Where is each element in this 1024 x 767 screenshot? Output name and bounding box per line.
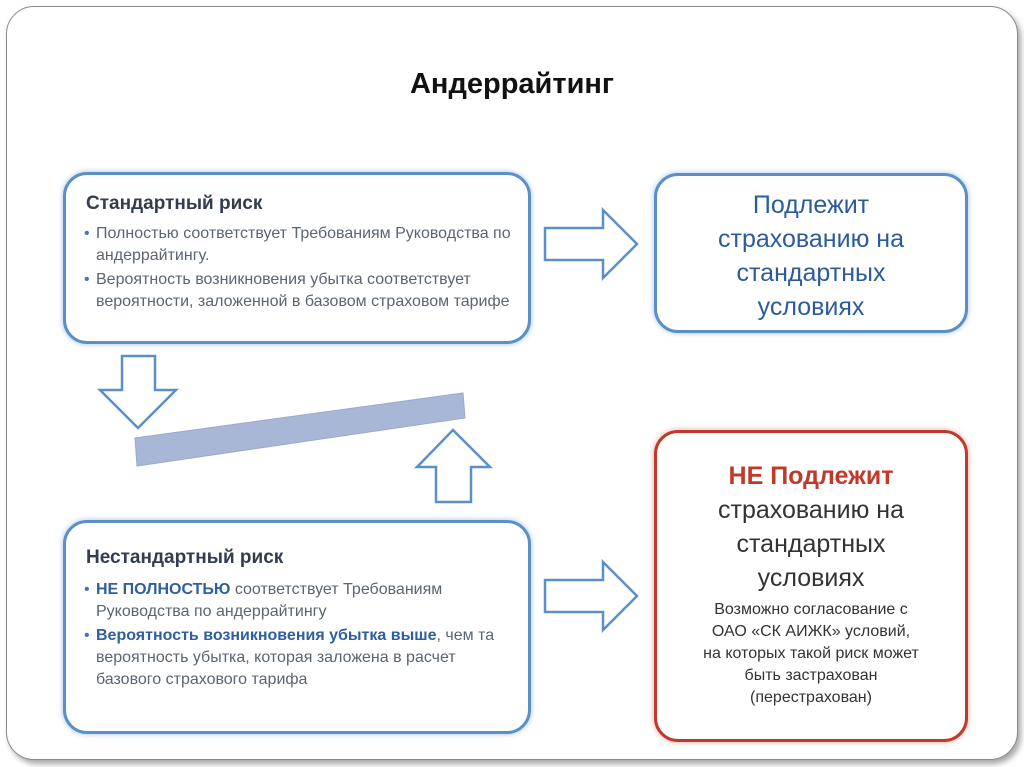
nonstandard-note-line-3: на которых такой риск может <box>703 645 919 662</box>
nonstandard-note-line-5: (перестрахован) <box>750 689 872 706</box>
standard-result-line-2: страхованию на <box>718 225 904 253</box>
nonstandard-note-line-1: Возможно согласование с <box>714 601 908 618</box>
standard-risk-bullet-1: Полностью соответствует Требованиям Руко… <box>84 223 514 267</box>
slide-title: Андеррайтинг <box>409 68 614 100</box>
down-arrow-icon <box>96 354 180 430</box>
nonstandard-risk-bullet-2: Вероятность возникновения убытка выше, ч… <box>84 625 514 691</box>
standard-result-box: Подлежит страхованию на стандартных усло… <box>654 173 968 333</box>
nonstandard-bullet-2-rest: , чем та вероятность убытка, которая зал… <box>96 627 495 688</box>
nonstandard-risk-bullets: НЕ ПОЛНОСТЬЮ соответствует Требованиям Р… <box>84 579 514 693</box>
standard-risk-box: Стандартный риск Полностью соответствует… <box>63 172 531 344</box>
standard-result-line-4: условиях <box>757 293 865 321</box>
nonstandard-result-note: Возможно согласование с ОАО «СК АИЖК» ус… <box>667 599 955 709</box>
nonstandard-result-line-1: НЕ Подлежит <box>728 462 894 490</box>
nonstandard-result-text: НЕ Подлежит страхованию на стандартных у… <box>657 459 965 595</box>
nonstandard-risk-heading: Нестандартный риск <box>86 547 284 568</box>
nonstandard-bullet-1-rest: соответствует Требованиям Руководства по… <box>96 581 443 620</box>
nonstandard-note-line-2: ОАО «СК АИЖК» условий, <box>711 623 911 640</box>
standard-risk-bullets: Полностью соответствует Требованиям Руко… <box>84 223 514 315</box>
nonstandard-bullet-1-emphasis: НЕ ПОЛНОСТЬЮ <box>96 581 231 598</box>
up-arrow-icon <box>414 428 494 504</box>
nonstandard-result-box: НЕ Подлежит страхованию на стандартных у… <box>654 430 968 742</box>
standard-result-text: Подлежит страхованию на стандартных усло… <box>657 188 965 324</box>
standard-result-line-3: стандартных <box>736 259 886 287</box>
right-arrow-top-icon <box>543 206 639 282</box>
standard-risk-bullet-2: Вероятность возникновения убытка соответ… <box>84 269 514 313</box>
nonstandard-note-line-4: быть застрахован <box>744 667 878 684</box>
right-arrow-bottom-icon <box>543 558 639 634</box>
standard-risk-heading: Стандартный риск <box>86 193 263 214</box>
standard-result-line-1: Подлежит <box>752 191 870 219</box>
nonstandard-result-line-2: страхованию на <box>718 496 904 524</box>
nonstandard-bullet-2-emphasis: Вероятность возникновения убытка выше <box>96 627 437 644</box>
nonstandard-risk-bullet-1: НЕ ПОЛНОСТЬЮ соответствует Требованиям Р… <box>84 579 514 623</box>
nonstandard-result-line-4: условиях <box>757 564 865 592</box>
nonstandard-risk-box: Нестандартный риск НЕ ПОЛНОСТЬЮ соответс… <box>63 520 531 734</box>
balance-bar <box>134 392 466 467</box>
nonstandard-result-line-3: стандартных <box>736 530 886 558</box>
